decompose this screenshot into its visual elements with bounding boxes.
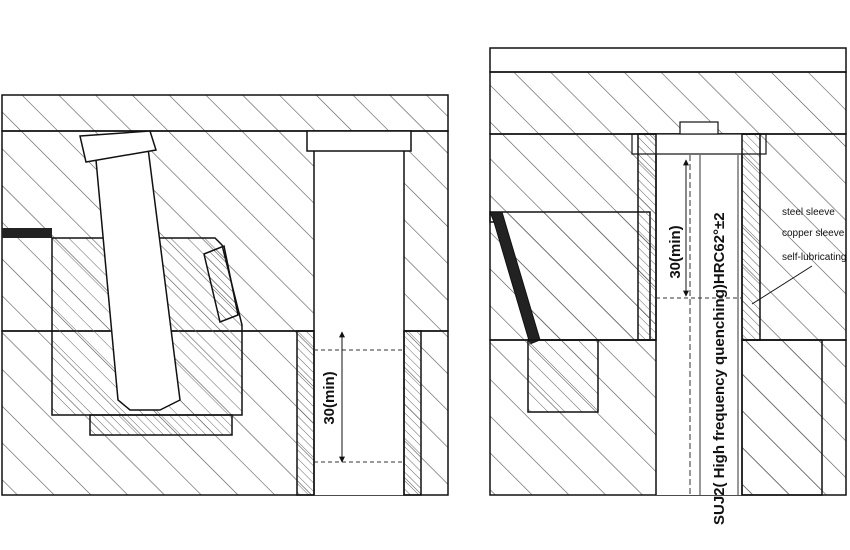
right-top-plate	[489, 71, 847, 135]
left-sleeve-wall-left	[296, 330, 315, 496]
left-section-view: 30(min)	[1, 94, 449, 496]
right-material-label: SUJ2( High frequency quenching)HRC62°±2	[711, 212, 728, 525]
left-angle-pin-head	[79, 130, 157, 163]
callout-leader	[751, 265, 813, 305]
left-dimension-label: 30(min)	[321, 371, 338, 424]
right-top-pin	[679, 121, 719, 135]
left-inclined-plate	[203, 244, 239, 324]
right-sleeve-wall-right	[741, 133, 761, 341]
left-wear-plate	[89, 414, 233, 436]
left-bore-head	[306, 130, 412, 152]
left-sleeve-wall-right	[403, 330, 422, 496]
right-sleeve-wall-left	[637, 133, 657, 341]
right-section-view: 30(min) SUJ2( High frequency quenching)H…	[489, 47, 847, 525]
callout-copper-sleeve: copper sleeve	[782, 228, 845, 239]
right-bore	[656, 134, 742, 495]
left-top-plate	[1, 94, 449, 132]
right-lower-guide	[741, 339, 823, 496]
right-top-strip	[489, 47, 847, 73]
right-lower-piece	[527, 339, 599, 413]
left-edge-strip	[2, 228, 52, 238]
callout-steel-sleeve: steel sleeve	[782, 207, 835, 218]
left-bore	[314, 131, 404, 495]
callout-self-lubricating: self-lubricating	[782, 252, 846, 263]
right-dimension-label: 30(min)	[667, 225, 684, 278]
